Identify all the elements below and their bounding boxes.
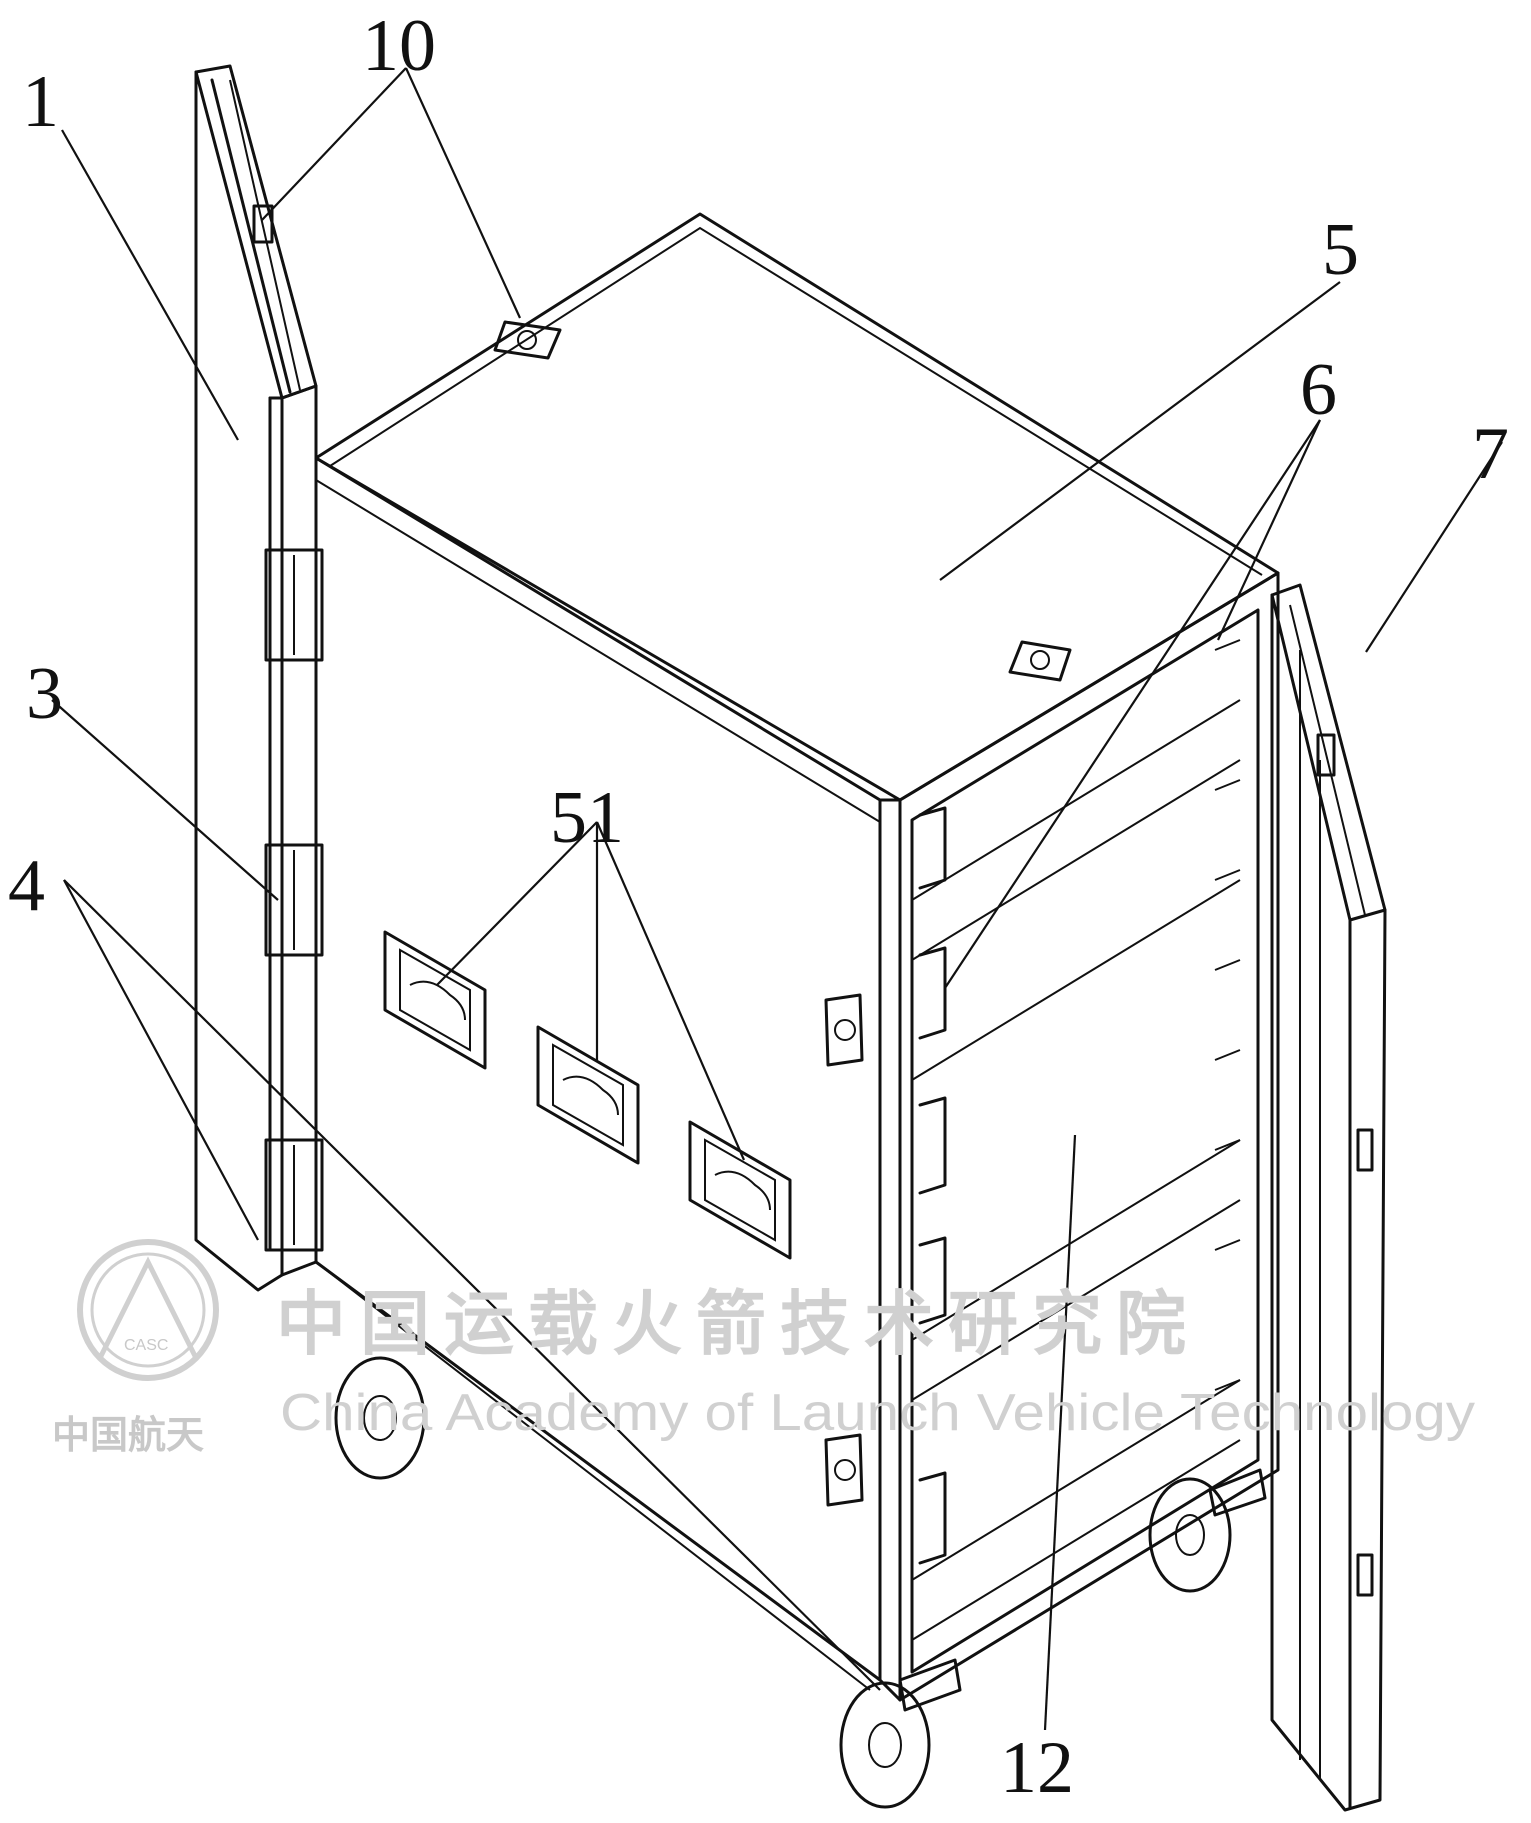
part-labels: 1 10 3 4 5 6 7 51 12 [8, 5, 1509, 1809]
leader-6b [1217, 419, 1321, 641]
label-1: 1 [22, 61, 59, 143]
leader-10a [261, 67, 407, 221]
svg-text:CASC: CASC [124, 1337, 168, 1354]
handle-3 [688, 1120, 792, 1260]
door-latch [252, 204, 274, 244]
cabinet-body [314, 212, 1280, 1702]
hinge-middle [264, 843, 324, 957]
left-door [194, 64, 324, 1292]
leader-4a [63, 879, 259, 1241]
casc-watermark: CASC 中国航天 中国运载火箭技术研究院 China Academy of L… [52, 1239, 1475, 1457]
label-7: 7 [1472, 413, 1509, 495]
hinge-bottom [264, 1138, 324, 1252]
leader-6a [944, 419, 1321, 989]
leader-3 [51, 699, 279, 901]
caster-front [839, 1658, 962, 1809]
label-51: 51 [550, 777, 624, 859]
leader-12 [1043, 1134, 1077, 1731]
label-12: 12 [1000, 1727, 1074, 1809]
leader-5 [939, 281, 1341, 581]
label-5: 5 [1322, 209, 1359, 291]
watermark-cn: 中国运载火箭技术研究院 [276, 1283, 1200, 1365]
caster-left [334, 1356, 426, 1480]
logo-caption: 中国航天 [52, 1413, 204, 1457]
label-6: 6 [1300, 349, 1337, 431]
leader-7 [1365, 441, 1503, 653]
label-3: 3 [26, 653, 63, 735]
leader-51c [595, 821, 746, 1161]
side-handles [383, 930, 792, 1260]
caster-right [1148, 1468, 1267, 1593]
hinge-top [264, 548, 324, 662]
leader-10b [404, 67, 522, 319]
casters [315, 1261, 1279, 1809]
label-4: 4 [8, 845, 45, 927]
right-door [1270, 583, 1387, 1812]
leader-lines [51, 67, 1503, 1731]
label-10: 10 [362, 5, 436, 87]
leader-51a [436, 821, 598, 986]
leader-4b [63, 879, 881, 1691]
leader-1 [61, 129, 239, 441]
handle-2 [536, 1025, 640, 1165]
watermark-en: China Academy of Launch Vehicle Technolo… [280, 1384, 1475, 1442]
casc-logo: CASC [77, 1239, 219, 1381]
